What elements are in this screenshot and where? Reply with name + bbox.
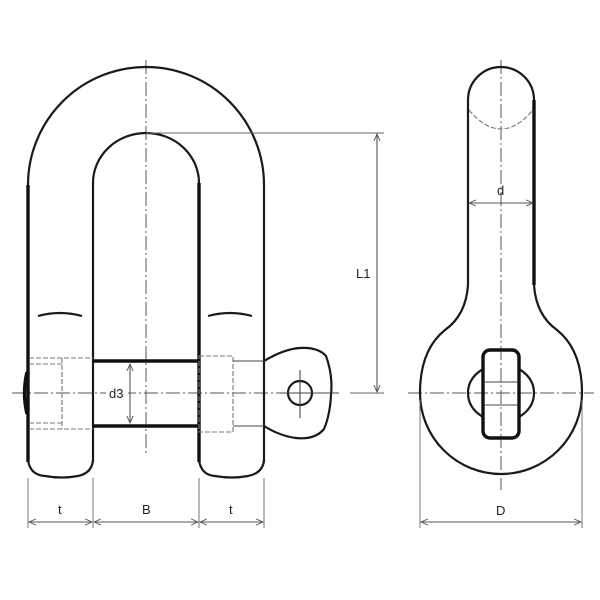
bow-hidden-arc: [468, 109, 534, 130]
D-label: D: [496, 503, 505, 518]
L1-label: L1: [356, 266, 370, 281]
d3-label: d3: [109, 386, 123, 401]
front-view: d3 t B t L1: [12, 60, 384, 528]
pin-body: [93, 359, 199, 428]
pin-side: [466, 348, 536, 440]
outer-bow: [26, 65, 266, 186]
B-dimension: B: [94, 502, 198, 522]
pin-hidden-left: [29, 357, 93, 430]
pin-hidden-right: [198, 355, 234, 433]
t-left-dimension: t: [29, 502, 92, 522]
d-dimension: d: [469, 183, 533, 203]
eye-outline: [418, 284, 584, 476]
side-view: d D: [408, 60, 594, 528]
B-label: B: [142, 502, 151, 517]
t-right-dimension: t: [200, 502, 263, 522]
L1-dimension: L1: [146, 132, 384, 394]
t-right-label: t: [229, 502, 233, 517]
bow-top: [466, 65, 536, 101]
left-leg: [22, 183, 95, 479]
d3-dimension: d3: [106, 364, 130, 423]
pin-head: [263, 346, 338, 440]
right-leg: [197, 183, 266, 479]
t-left-label: t: [58, 502, 62, 517]
d-label: d: [497, 183, 504, 198]
D-dimension: D: [419, 400, 583, 528]
